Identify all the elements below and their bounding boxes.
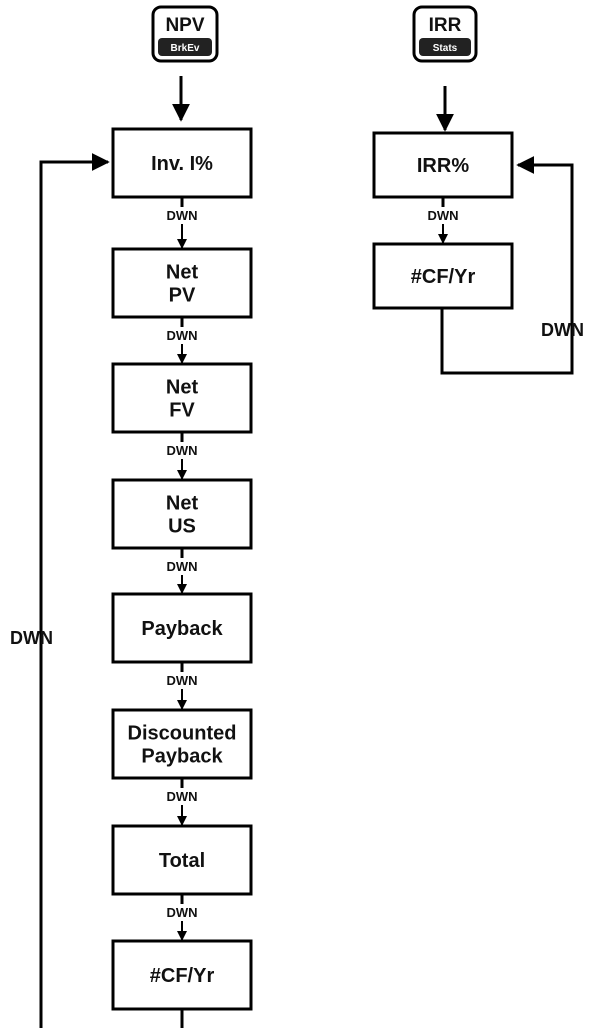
npv-dwn-label: DWN (166, 443, 197, 458)
npv-dwn-label: DWN (166, 905, 197, 920)
npv-key-icon: NPV BrkEv (151, 5, 219, 63)
irr-box-label: #CF/Yr (411, 266, 476, 288)
npv-box-payback: Payback (111, 592, 253, 664)
npv-box-label: US (168, 516, 196, 538)
npv-dwn-label: DWN (166, 559, 197, 574)
irr-box-irr: IRR% (372, 131, 514, 199)
npv-box-label: Inv. I% (151, 153, 213, 175)
npv-key-label: NPV (165, 15, 204, 36)
irr-flow: IRR% DWN #CF/Yr (372, 131, 514, 310)
npv-box-label: Payback (141, 618, 223, 640)
npv-flow: Inv. I%DWNNetPVDWNNetFVDWNNetUSDWNPaybac… (111, 127, 253, 1011)
irr-key-icon: IRR Stats (412, 5, 478, 63)
npv-dwn-label: DWN (166, 328, 197, 343)
npv-box-label: Discounted (128, 723, 237, 745)
npv-box-label: Net (166, 377, 199, 399)
npv-dwn-label: DWN (166, 208, 197, 223)
npv-dwn-label: DWN (166, 789, 197, 804)
npv-box-label: Total (159, 850, 205, 872)
irr-loop-label: DWN (541, 320, 584, 340)
npv-box-total: Total (111, 824, 253, 896)
npv-box-inv-i: Inv. I% (111, 127, 253, 199)
npv-key-sublabel: BrkEv (171, 43, 200, 54)
irr-key-label: IRR (429, 15, 462, 36)
npv-box-cf-yr: #CF/Yr (111, 939, 253, 1011)
irr-box-label: IRR% (417, 155, 469, 177)
npv-box-label: PV (169, 285, 196, 307)
npv-loop: DWN (10, 153, 184, 1028)
irr-dwn-label: DWN (427, 208, 458, 223)
npv-box-label: FV (169, 400, 195, 422)
npv-box-label: Net (166, 262, 199, 284)
irr-box-cf-yr: #CF/Yr (372, 242, 514, 310)
npv-box-label: Net (166, 493, 199, 515)
npv-dwn-label: DWN (166, 673, 197, 688)
irr-loop: DWN (440, 156, 584, 375)
irr-key-sublabel: Stats (433, 43, 458, 54)
npv-box-label: #CF/Yr (150, 965, 215, 987)
npv-box-label: Payback (141, 746, 223, 768)
npv-loop-label: DWN (10, 628, 53, 648)
